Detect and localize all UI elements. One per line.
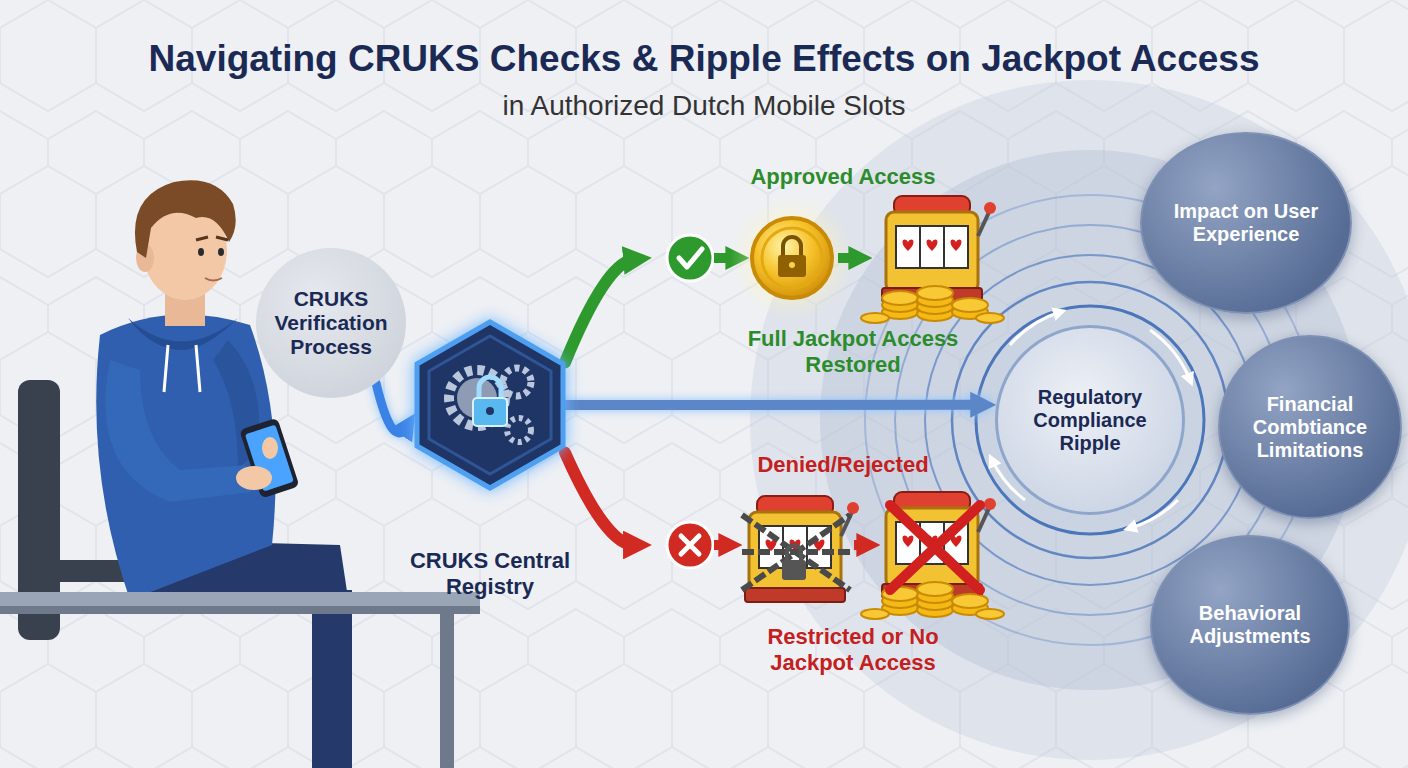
node-text: Denied/Rejected (650, 452, 1036, 478)
ripple-circle: Regulatory Compliance Ripple (995, 325, 1185, 515)
effect-bubble: Impact on User Experience (1140, 132, 1352, 314)
node-text: Behavioral Adjustments (1165, 602, 1335, 648)
node-text: Impact on User Experience (1156, 200, 1336, 246)
flow-arrow (376, 383, 406, 433)
outcome-band: Approved AccessFull Jackpot Access Resto… (650, 160, 1020, 380)
subtitle: in Authorized Dutch Mobile Slots (0, 90, 1408, 122)
flow-arrow (565, 400, 980, 410)
text-wrap: Impact on User Experience (1142, 134, 1350, 312)
node-text: Financial Combtiance Limitations (1235, 393, 1385, 462)
approved-icons (667, 196, 1004, 323)
node-text: Full Jackpot Access Restored (743, 326, 963, 378)
flow-arrow (565, 453, 634, 545)
hexagon-outline (415, 320, 565, 490)
text-wrap: Financial Combtiance Limitations (1220, 337, 1400, 517)
node-text: Approved Access (650, 164, 1036, 190)
process-circle: CRUKS Verification Process (256, 248, 406, 398)
denied-icons (667, 492, 1004, 619)
text-wrap: Behavioral Adjustments (1152, 537, 1348, 713)
effect-bubble: Financial Combtiance Limitations (1218, 335, 1402, 519)
flow-arrow (565, 259, 634, 362)
node-text: Regulatory Compliance Ripple (1015, 386, 1165, 455)
outcome-band: Denied/RejectedRestricted or No Jackpot … (650, 440, 1020, 680)
registry-hexagon: CRUKS Central Registry (415, 320, 565, 490)
text-wrap: CRUKS Verification Process (256, 248, 406, 398)
node-text: CRUKS Central Registry (385, 548, 595, 600)
person-illustration (0, 180, 480, 768)
node-text: CRUKS Verification Process (263, 287, 399, 359)
diagram-title: Navigating CRUKS Checks & Ripple Effects… (0, 38, 1408, 80)
effect-bubble: Behavioral Adjustments (1150, 535, 1350, 715)
text-wrap: Regulatory Compliance Ripple (998, 328, 1182, 512)
node-text: Restricted or No Jackpot Access (738, 624, 968, 676)
